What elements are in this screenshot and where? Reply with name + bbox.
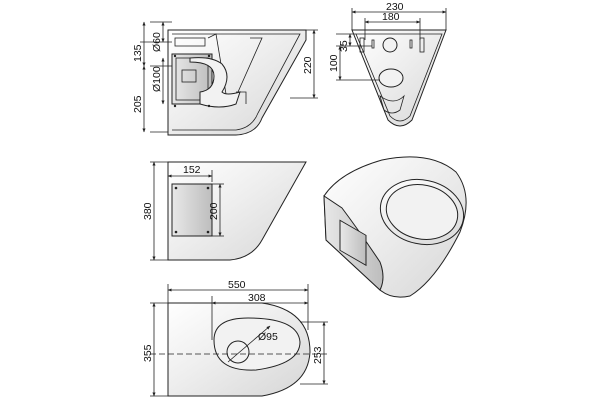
rear-inlet-hole bbox=[382, 37, 398, 53]
dim-height-380: 380 bbox=[142, 202, 154, 220]
isometric-view bbox=[323, 156, 467, 298]
dim-width-230: 230 bbox=[386, 1, 404, 13]
rear-view: 230 180 100 35 bbox=[328, 1, 447, 127]
dim-height-220: 220 bbox=[302, 56, 314, 74]
iso-access-panel bbox=[339, 219, 367, 267]
side-section-view: Ø60 135 Ø100 205 220 bbox=[132, 21, 318, 136]
dim-height-253: 253 bbox=[312, 346, 324, 364]
dim-diameter-100: Ø100 bbox=[151, 66, 163, 92]
dim-diameter-95: Ø95 bbox=[258, 331, 278, 343]
dim-height-35: 35 bbox=[338, 40, 350, 52]
dim-diameter-60: Ø60 bbox=[151, 32, 163, 52]
iso-bowl-opening bbox=[385, 184, 459, 240]
drain-trap bbox=[189, 57, 241, 108]
dim-height-355: 355 bbox=[142, 344, 154, 362]
dim-height-200: 200 bbox=[208, 202, 220, 220]
dim-width-308: 308 bbox=[248, 292, 266, 304]
dim-height-135: 135 bbox=[132, 44, 144, 62]
access-panel bbox=[171, 183, 213, 237]
top-drain-hole bbox=[226, 340, 250, 364]
top-view: 550 308 Ø95 355 253 bbox=[142, 279, 330, 397]
dim-height-100: 100 bbox=[328, 54, 340, 72]
side-view: 152 200 380 bbox=[142, 161, 307, 261]
dim-width-550: 550 bbox=[228, 279, 246, 291]
rear-outlet-hole bbox=[378, 68, 404, 88]
dim-width-152: 152 bbox=[183, 164, 201, 176]
dim-width-180: 180 bbox=[382, 11, 400, 23]
dim-height-205: 205 bbox=[132, 95, 144, 113]
